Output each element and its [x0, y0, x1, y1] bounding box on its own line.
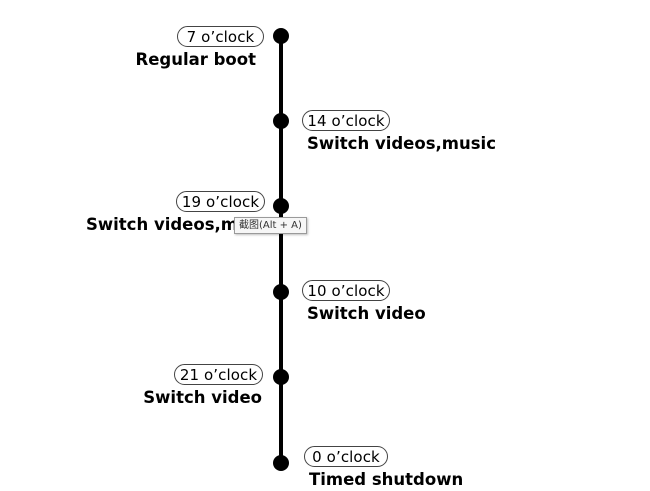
- timeline-node: [273, 369, 289, 385]
- timeline-node: [273, 198, 289, 214]
- time-pill: 0 o’clock: [304, 446, 388, 467]
- timeline-node: [273, 284, 289, 300]
- event-label: Switch video: [307, 304, 426, 323]
- time-pill: 19 o’clock: [176, 191, 265, 212]
- time-pill: 10 o’clock: [302, 280, 390, 301]
- screenshot-tooltip: 截图(Alt + A): [234, 217, 307, 234]
- event-label: Switch video: [143, 388, 262, 407]
- event-label: Timed shutdown: [309, 470, 464, 489]
- time-pill: 14 o’clock: [302, 110, 390, 131]
- event-label: Switch videos,music: [307, 134, 496, 153]
- event-label: Regular boot: [135, 50, 257, 69]
- timeline-node: [273, 28, 289, 44]
- time-pill: 7 o’clock: [177, 26, 264, 47]
- timeline-node: [273, 113, 289, 129]
- timeline-axis: [279, 36, 283, 464]
- timeline-node: [273, 455, 289, 471]
- time-pill: 21 o’clock: [174, 364, 263, 385]
- event-label: Switch videos,mu: [86, 215, 250, 234]
